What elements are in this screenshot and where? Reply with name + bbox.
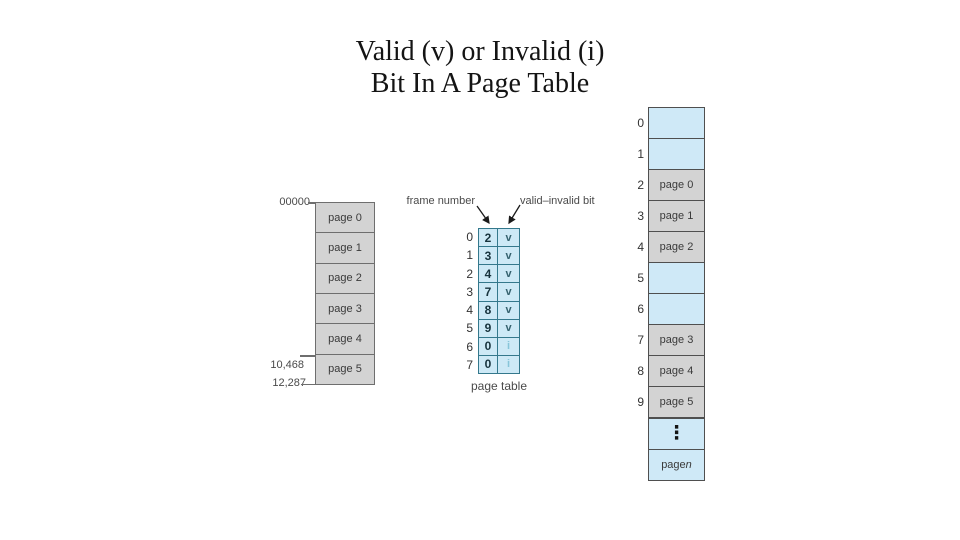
logical-memory-row-1: page 1 xyxy=(316,232,374,263)
frame-content: page 3 xyxy=(659,334,694,346)
physical-memory-row-0: 0 xyxy=(637,108,704,138)
frame-content: page 5 xyxy=(659,396,694,408)
physical-memory-row-1: 1 xyxy=(637,138,704,169)
logical-memory-table: page 0 page 1 page 2 page 3 page 4 page … xyxy=(315,202,375,385)
frame-content: page 2 xyxy=(659,241,694,253)
physical-memory-row-ellipsis: ⋮ xyxy=(649,417,704,449)
frame-number-cell: 3 xyxy=(479,247,498,265)
frame-index: 0 xyxy=(637,116,644,130)
page-table-index-1: 1 xyxy=(466,248,473,263)
valid-bit-cell: v xyxy=(505,285,512,298)
address-label-top: 00000 xyxy=(279,196,310,208)
address-label-bottom: 12,287 xyxy=(272,377,306,389)
frame-index: 3 xyxy=(637,209,644,223)
frame-index: 4 xyxy=(637,240,644,254)
logical-memory-row-0: page 0 xyxy=(316,203,374,233)
slide-title-line1: Valid (v) or Invalid (i) xyxy=(355,36,605,67)
page-table-row: 0 i xyxy=(479,336,519,355)
logical-memory-row-3: page 3 xyxy=(316,292,374,324)
frame-number-label: frame number xyxy=(406,195,475,207)
page-table-row: 2 v xyxy=(479,229,519,247)
page-table-index-4: 4 xyxy=(466,303,473,318)
invalid-bit-cell: i xyxy=(506,340,511,353)
valid-bit-cell: v xyxy=(505,231,512,244)
page-n-variable: n xyxy=(685,459,692,471)
page-table-index-2: 2 xyxy=(466,266,473,281)
valid-bit-cell: v xyxy=(505,249,512,262)
frame-number-cell: 8 xyxy=(479,301,498,319)
page-table-row: 7 v xyxy=(479,282,519,301)
page-table-index-0: 0 xyxy=(466,230,473,245)
invalid-bit-cell: i xyxy=(506,358,511,371)
physical-memory-table: 0 1 2 page 0 3 page 1 4 page 2 5 6 7 xyxy=(637,107,705,481)
page-n-prefix: page xyxy=(661,459,686,471)
physical-memory-row-9: 9 page 5 xyxy=(637,386,704,417)
page-table-index-7: 7 xyxy=(466,357,473,372)
valid-invalid-bit-label: valid–invalid bit xyxy=(520,195,595,207)
frame-number-cell: 7 xyxy=(479,283,498,301)
frame-number-cell: 4 xyxy=(479,265,498,283)
physical-memory-row-6: 6 xyxy=(637,293,704,324)
page-table-indices: 0 1 2 3 4 5 6 7 xyxy=(453,228,473,374)
page-table-row: 8 v xyxy=(479,300,519,319)
frame-number-cell: 0 xyxy=(479,355,498,373)
logical-memory-row-5: page 5 xyxy=(316,353,374,384)
physical-memory-row-2: 2 page 0 xyxy=(637,169,704,200)
arrow-to-frame-column xyxy=(476,205,490,225)
frame-index: 5 xyxy=(637,271,644,285)
page-table: 2 v 3 v 4 v 7 v 8 v 9 v 0 i 0 i xyxy=(478,228,520,374)
page-table-row: 9 v xyxy=(479,318,519,337)
physical-memory-row-7: 7 page 3 xyxy=(637,324,704,355)
valid-bit-cell: v xyxy=(505,267,512,280)
valid-bit-cell: v xyxy=(505,304,512,317)
physical-memory-row-page-n: page n xyxy=(649,449,704,480)
physical-memory-row-8: 8 page 4 xyxy=(637,355,704,386)
page-table-index-3: 3 xyxy=(466,284,473,299)
arrow-to-valid-column xyxy=(508,204,521,225)
logical-memory-row-2: page 2 xyxy=(316,262,374,293)
pointer-arrows xyxy=(476,204,521,225)
frame-number-cell: 2 xyxy=(479,229,498,247)
address-tick-bottom xyxy=(301,383,316,385)
valid-bit-cell: v xyxy=(505,322,512,335)
frame-content: page 1 xyxy=(659,210,694,222)
physical-memory-row-4: 4 page 2 xyxy=(637,231,704,262)
page-table-index-5: 5 xyxy=(466,321,473,336)
address-tick-mid xyxy=(300,355,316,357)
frame-number-cell: 0 xyxy=(479,337,498,355)
page-table-caption: page table xyxy=(470,379,528,393)
frame-content: page 4 xyxy=(659,365,694,377)
address-tick-top xyxy=(308,202,316,204)
page-table-row: 0 i xyxy=(479,354,519,373)
vertical-ellipsis-icon: ⋮ xyxy=(667,422,686,445)
physical-memory-row-5: 5 xyxy=(637,262,704,293)
page-table-row: 3 v xyxy=(479,246,519,265)
frame-index: 2 xyxy=(637,178,644,192)
logical-memory-row-4: page 4 xyxy=(316,323,374,354)
frame-content: page 0 xyxy=(659,179,694,191)
frame-index: 7 xyxy=(637,333,644,347)
slide-title-line2: Bit In A Page Table xyxy=(370,68,590,99)
slide-title: Valid (v) or Invalid (i) Bit In A Page T… xyxy=(0,36,960,100)
address-label-mid: 10,468 xyxy=(270,359,304,371)
page-table-index-6: 6 xyxy=(466,339,473,354)
frame-index: 6 xyxy=(637,302,644,316)
physical-memory-row-3: 3 page 1 xyxy=(637,200,704,231)
page-table-row: 4 v xyxy=(479,264,519,283)
frame-index: 8 xyxy=(637,364,644,378)
frame-index: 9 xyxy=(637,395,644,409)
frame-index: 1 xyxy=(637,147,644,161)
frame-number-cell: 9 xyxy=(479,319,498,337)
